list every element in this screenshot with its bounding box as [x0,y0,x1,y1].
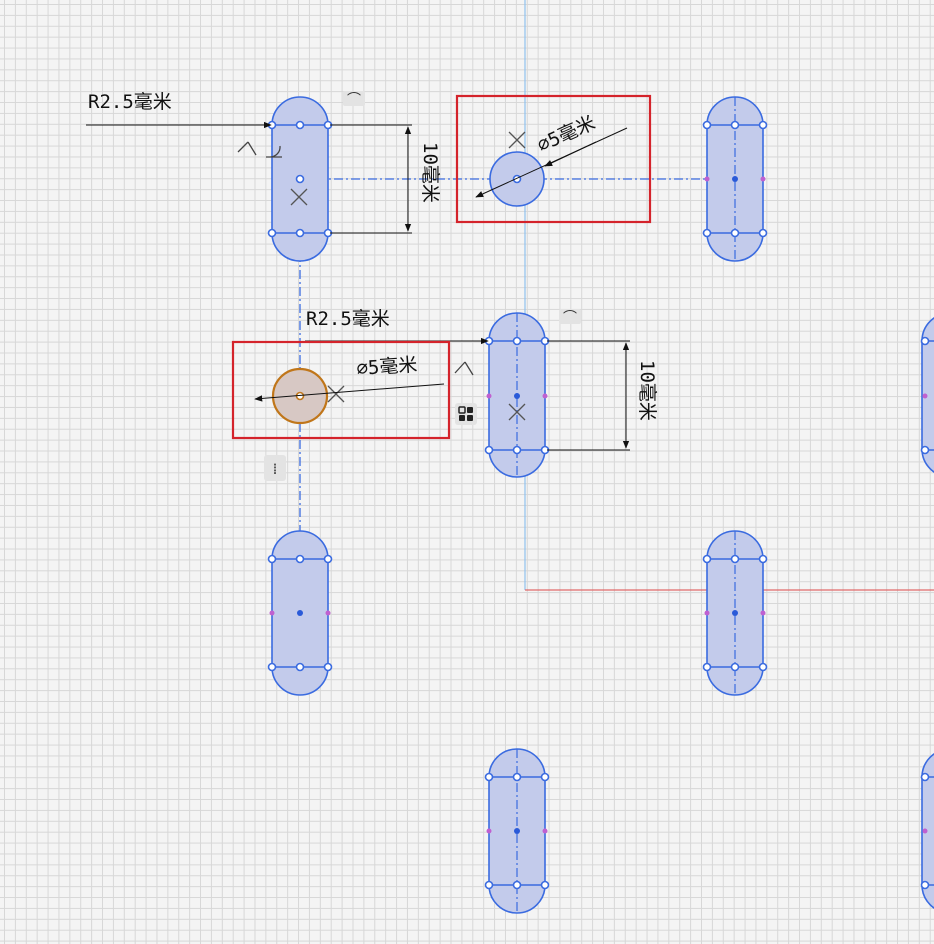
coincident-markers [290,131,526,421]
diameter-label-middle: ⌀5毫米 [356,354,418,380]
svg-text:⁞: ⁞ [273,460,278,478]
diameter-dimension-middle[interactable]: ⌀5毫米 [254,354,445,402]
slot-centerlines [516,97,736,913]
svg-text:⌒: ⌒ [347,92,361,108]
constraint-badge-top[interactable]: ⌒ [343,91,365,108]
slot-partial-right-lower[interactable] [921,749,934,913]
align-icon[interactable]: ⁞ [264,455,286,481]
highlight-box-selected [231,340,451,440]
constraint-symbols[interactable] [237,141,474,376]
grid-select-icon[interactable] [455,403,477,425]
highlight-box-top [455,94,652,224]
midpoints [269,176,928,834]
radius-dimension-top[interactable]: R2.5毫米 [86,91,272,129]
center-points[interactable] [297,176,738,834]
radius-dimension-middle[interactable]: R2.5毫米 [305,308,489,345]
constraint-badge-middle[interactable]: ⌒ [559,309,581,326]
sketch-points[interactable] [267,120,930,890]
length-label-middle: 10毫米 [636,360,658,421]
length-dimension-middle[interactable]: 10毫米 [547,340,658,451]
length-dimension-top[interactable]: 10毫米 [330,124,441,234]
svg-text:⌒: ⌒ [563,310,577,326]
radius-label-middle: R2.5毫米 [306,308,390,330]
length-label-top: 10毫米 [419,142,441,203]
slot-partial-right-upper[interactable] [921,313,934,477]
diameter-label-top: ⌀5毫米 [534,112,599,157]
radius-label-top: R2.5毫米 [88,91,172,113]
